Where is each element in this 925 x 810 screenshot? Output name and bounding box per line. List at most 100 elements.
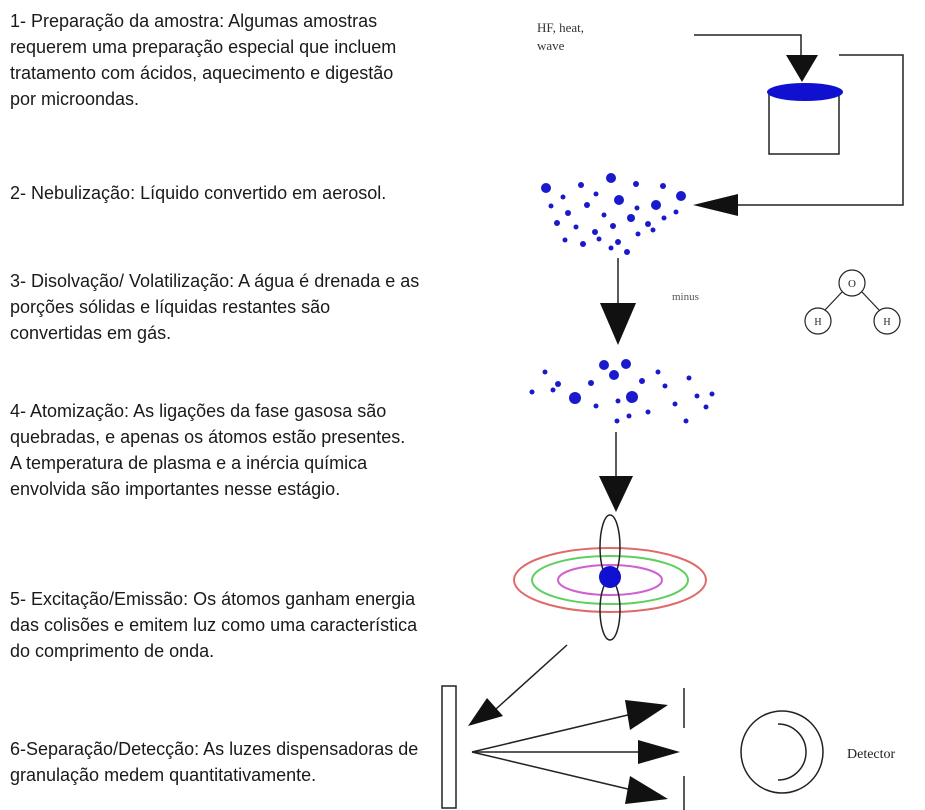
aerosol-droplet [548,203,554,209]
step-3-desolvation: 3- Disolvação/ Volatilização: A água é d… [10,271,420,343]
water-molecule: O H H [804,269,901,335]
step-4-atomization: 4- Atomização: As ligações da fase gasos… [10,401,406,499]
plasma-ring-outer [513,547,707,613]
detector-label: Detector [847,747,896,762]
sample-prep-label-line1: HF, heat, [537,20,584,35]
dry-particle [655,369,661,375]
aerosol-droplet [601,212,607,218]
plasma-ring-inner [557,564,663,596]
step-1-sample-preparation: 1- Preparação da amostra: Algumas amostr… [10,11,397,109]
plasma-excitation [513,514,707,641]
hydrogen-label-right: H [883,317,890,328]
aerosol-droplet [673,209,679,215]
dry-particle [588,380,594,386]
dry-particle [694,393,700,399]
aerosol-droplet [554,220,560,226]
beam-lower-arrowhead [625,776,668,804]
aerosol-droplet [592,229,598,235]
aerosol-droplet [560,194,566,200]
hydrogen-label-left: H [814,317,821,328]
aerosol-droplet [580,241,586,247]
aerosol-droplet [651,200,661,210]
aerosol-droplet [562,237,568,243]
dispersed-light-beams [471,700,680,804]
aerosol-droplet [635,231,641,237]
dry-particle [683,418,689,424]
aerosol-droplet [615,239,621,245]
aerosol-droplet [606,173,616,183]
beam-lower [471,751,633,791]
dry-particle [609,370,619,380]
beam-upper-arrowhead [625,700,668,730]
aerosol-droplet [661,215,667,221]
dry-particle [550,387,556,393]
oxygen-atom [838,269,866,297]
dry-particle [593,403,599,409]
heat-input-line [694,34,802,55]
emission-arrowhead [468,698,503,726]
dry-particle [639,378,645,384]
excited-atom [599,566,621,588]
hydrogen-atom-left [804,307,832,335]
dry-particle [569,392,581,404]
aerosol-droplet [578,182,584,188]
aerosol-droplet [614,195,624,205]
dry-particle [662,383,668,389]
dry-particle [709,391,715,397]
sample-liquid-surface [767,83,843,101]
aerosol-droplet [610,223,616,229]
emission-line [495,644,568,710]
aerosol-droplet [596,236,602,242]
aerosol-droplet [573,224,579,230]
sample-transfer-line [738,54,904,206]
aerosol-droplet [608,245,614,251]
aerosol-droplet [645,221,651,227]
oxygen-label: O [848,278,856,290]
aerosol-droplet [627,214,635,222]
dry-particle [529,389,535,395]
detector-circle [740,710,824,794]
sample-preparation-stage: HF, heat, wave [537,20,904,216]
desolvation-to-plasma-arrowhead [599,476,633,512]
aerosol-droplet [593,191,599,197]
detector: Detector [740,710,896,794]
dry-particle [686,375,692,381]
sample-beaker [768,91,840,155]
sample-transfer-arrowhead [693,194,738,216]
beam-upper [471,713,633,753]
dry-particle [614,418,620,424]
aerosol-droplet [660,183,666,189]
aerosol-droplet [565,210,571,216]
aerosol-droplet [633,181,639,187]
aerosol-droplet [624,249,630,255]
dry-particle [599,360,609,370]
step-5-excitation-emission: 5- Excitação/Emissão: Os átomos ganham e… [10,589,418,661]
aerosol-droplet [584,202,590,208]
dry-particle [621,359,631,369]
dry-particle [542,369,548,375]
dry-particle [645,409,651,415]
orbital-lobe-bottom [599,579,621,641]
dry-particle [703,404,709,410]
hydrogen-atom-right [873,307,901,335]
step-2-nebulization: 2- Nebulização: Líquido convertido em ae… [10,183,387,203]
heat-input-arrowhead [786,55,818,82]
dry-particle [615,398,621,404]
dry-particle [626,413,632,419]
step-6-separation-detection: 6-Separação/Detecção: As luzes dispensad… [10,739,419,785]
solvent-removal-label: minus [672,291,699,303]
aerosol-droplet [541,183,551,193]
aerosol-particles [541,173,686,255]
detector-inner-arc [777,723,807,781]
aerosol-droplet [676,191,686,201]
nebulization-to-desolvation-arrowhead [600,303,636,345]
dry-particles [529,359,715,424]
sample-prep-label-line2: wave [537,38,565,53]
beam-middle-arrowhead [638,740,680,764]
aerosol-droplet [634,205,640,211]
dry-particle [555,381,561,387]
aerosol-droplet [650,227,656,233]
dry-particle [626,391,638,403]
plasma-ring-middle [531,555,689,605]
